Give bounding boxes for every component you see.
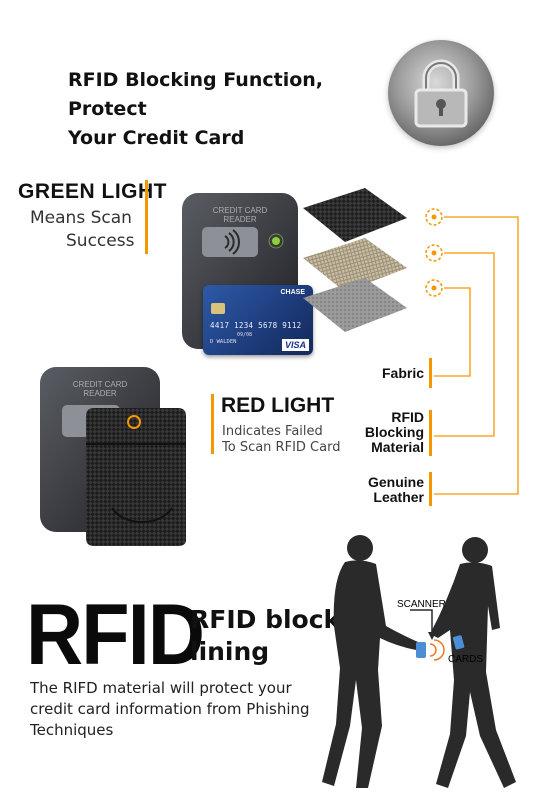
lining-line-2: lining xyxy=(190,637,270,666)
lock-icon xyxy=(388,40,494,146)
connector-lines xyxy=(420,200,530,510)
lining-line-1: RFID block xyxy=(190,605,341,634)
layer-label-rfid: RFID Blocking Material xyxy=(340,410,424,455)
rfid-layer-accent-bar xyxy=(429,410,432,456)
silhouette-illustration: SCANNER CARDS xyxy=(320,530,530,795)
reader-label-2: READER xyxy=(223,215,257,224)
reader-bottom-label-1: CREDIT CARD xyxy=(73,380,128,389)
desc-line-3: Techniques xyxy=(30,721,114,739)
rfid-description: The RIFD material will protect your cred… xyxy=(30,678,360,741)
credit-card: CHASE 4417 1234 5678 9112 09/08 D WALDEN… xyxy=(203,285,313,355)
leather-line-2: Leather xyxy=(373,489,424,505)
cards-label: CARDS xyxy=(448,654,483,665)
rfid-lining-title: RFID block lining xyxy=(190,604,350,668)
green-light-sub-2: Success xyxy=(66,231,135,251)
green-light-accent-bar xyxy=(145,180,148,254)
material-layers xyxy=(295,180,415,340)
reader-label-1: CREDIT CARD xyxy=(213,206,268,215)
card-brand: VISA xyxy=(281,339,309,351)
scanner-label: SCANNER xyxy=(397,599,446,610)
red-light-sub-1: Indicates Failed xyxy=(222,424,323,439)
fabric-label: Fabric xyxy=(381,365,424,381)
rfid-layer-line-2: Blocking xyxy=(364,424,424,440)
green-light-sub-1: Means Scan xyxy=(30,208,132,228)
leather-accent-bar xyxy=(429,472,432,506)
target-marker-1-icon xyxy=(424,207,444,231)
carbon-wallet xyxy=(82,404,192,548)
fabric-accent-bar xyxy=(429,358,432,388)
card-holder: D WALDEN xyxy=(210,339,237,345)
red-light-accent-bar xyxy=(211,394,214,454)
desc-line-2: credit card information from Phishing xyxy=(30,700,310,718)
leather-line-1: Genuine xyxy=(367,474,424,490)
rfid-layer-line-3: Material xyxy=(371,439,424,455)
card-bank: CHASE xyxy=(280,289,305,296)
target-marker-2-icon xyxy=(424,243,444,267)
rfid-logo: RFID xyxy=(26,587,205,683)
desc-line-1: The RIFD material will protect your xyxy=(30,679,292,697)
page-title: RFID Blocking Function, Protect Your Cre… xyxy=(68,66,388,153)
red-light-title: RED LIGHT xyxy=(221,394,335,417)
rfid-layer-line-1: RFID xyxy=(391,409,424,425)
red-light-sub-2: To Scan RFID Card xyxy=(222,440,341,455)
layer-label-leather: Genuine Leather xyxy=(340,475,424,505)
title-line-2: Your Credit Card xyxy=(68,127,245,149)
card-expiry: 09/08 xyxy=(237,332,253,338)
target-marker-3-icon xyxy=(424,278,444,302)
layer-label-fabric: Fabric xyxy=(360,366,424,381)
title-line-1: RFID Blocking Function, Protect xyxy=(68,69,324,120)
green-light-title: GREEN LIGHT xyxy=(18,180,168,203)
reader-bottom-label-2: READER xyxy=(83,389,117,398)
card-number: 4417 1234 5678 9112 xyxy=(210,321,302,330)
card-chip-icon xyxy=(211,303,225,314)
